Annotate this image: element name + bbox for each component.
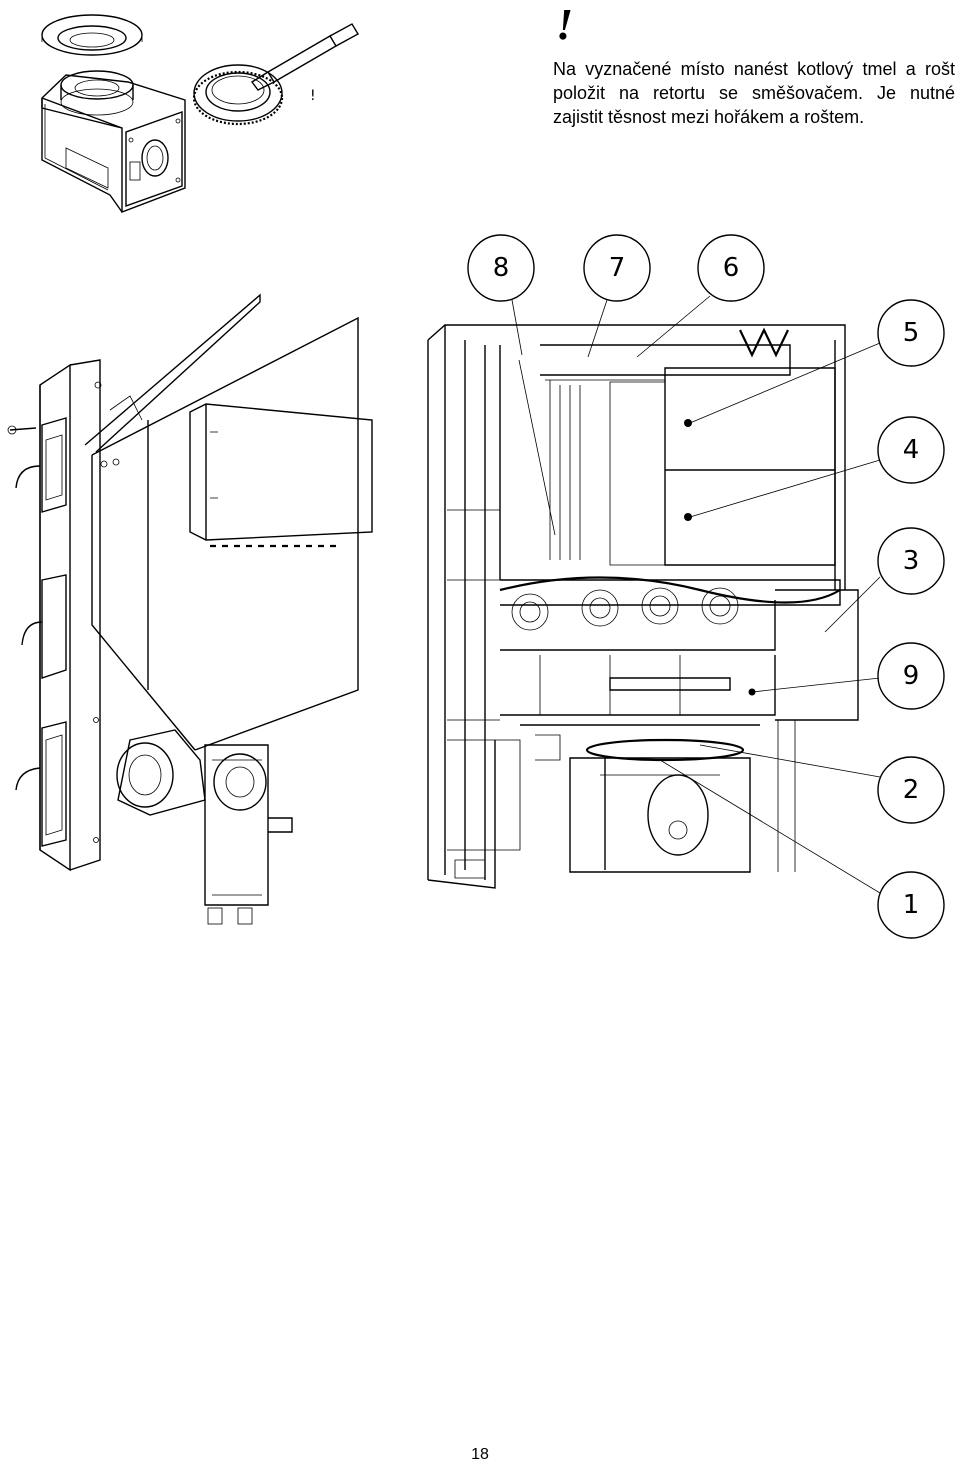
callout-label: 2 — [903, 775, 920, 805]
callout-label: 7 — [609, 253, 626, 283]
leader-lines — [511, 295, 881, 894]
callout-2: 2 — [877, 756, 945, 824]
callout-7: 7 — [583, 234, 651, 302]
callout-label: 8 — [493, 253, 510, 283]
callout-4: 4 — [877, 416, 945, 484]
callout-label: 6 — [723, 253, 740, 283]
callout-label: 4 — [903, 435, 920, 465]
callout-9: 9 — [877, 642, 945, 710]
callout-label: 3 — [903, 546, 920, 576]
svg-text:!: ! — [310, 88, 316, 104]
boiler-section-illustration — [427, 324, 859, 889]
callout-6: 6 — [697, 234, 765, 302]
callout-3: 3 — [877, 527, 945, 595]
callout-8: 8 — [467, 234, 535, 302]
callout-label: 5 — [903, 318, 920, 348]
warning-note: Na vyznačené místo nanést kotlový tmel a… — [553, 59, 955, 127]
warning-mark: ! — [556, 0, 574, 49]
page-number: 18 — [471, 1446, 489, 1463]
boiler-exterior-illustration — [7, 293, 373, 925]
callout-label: 1 — [903, 890, 920, 920]
callout-5: 5 — [877, 299, 945, 367]
callout-label: 9 — [903, 661, 920, 691]
retort-assembly-illustration: ! — [41, 14, 359, 214]
callout-1: 1 — [877, 871, 945, 939]
